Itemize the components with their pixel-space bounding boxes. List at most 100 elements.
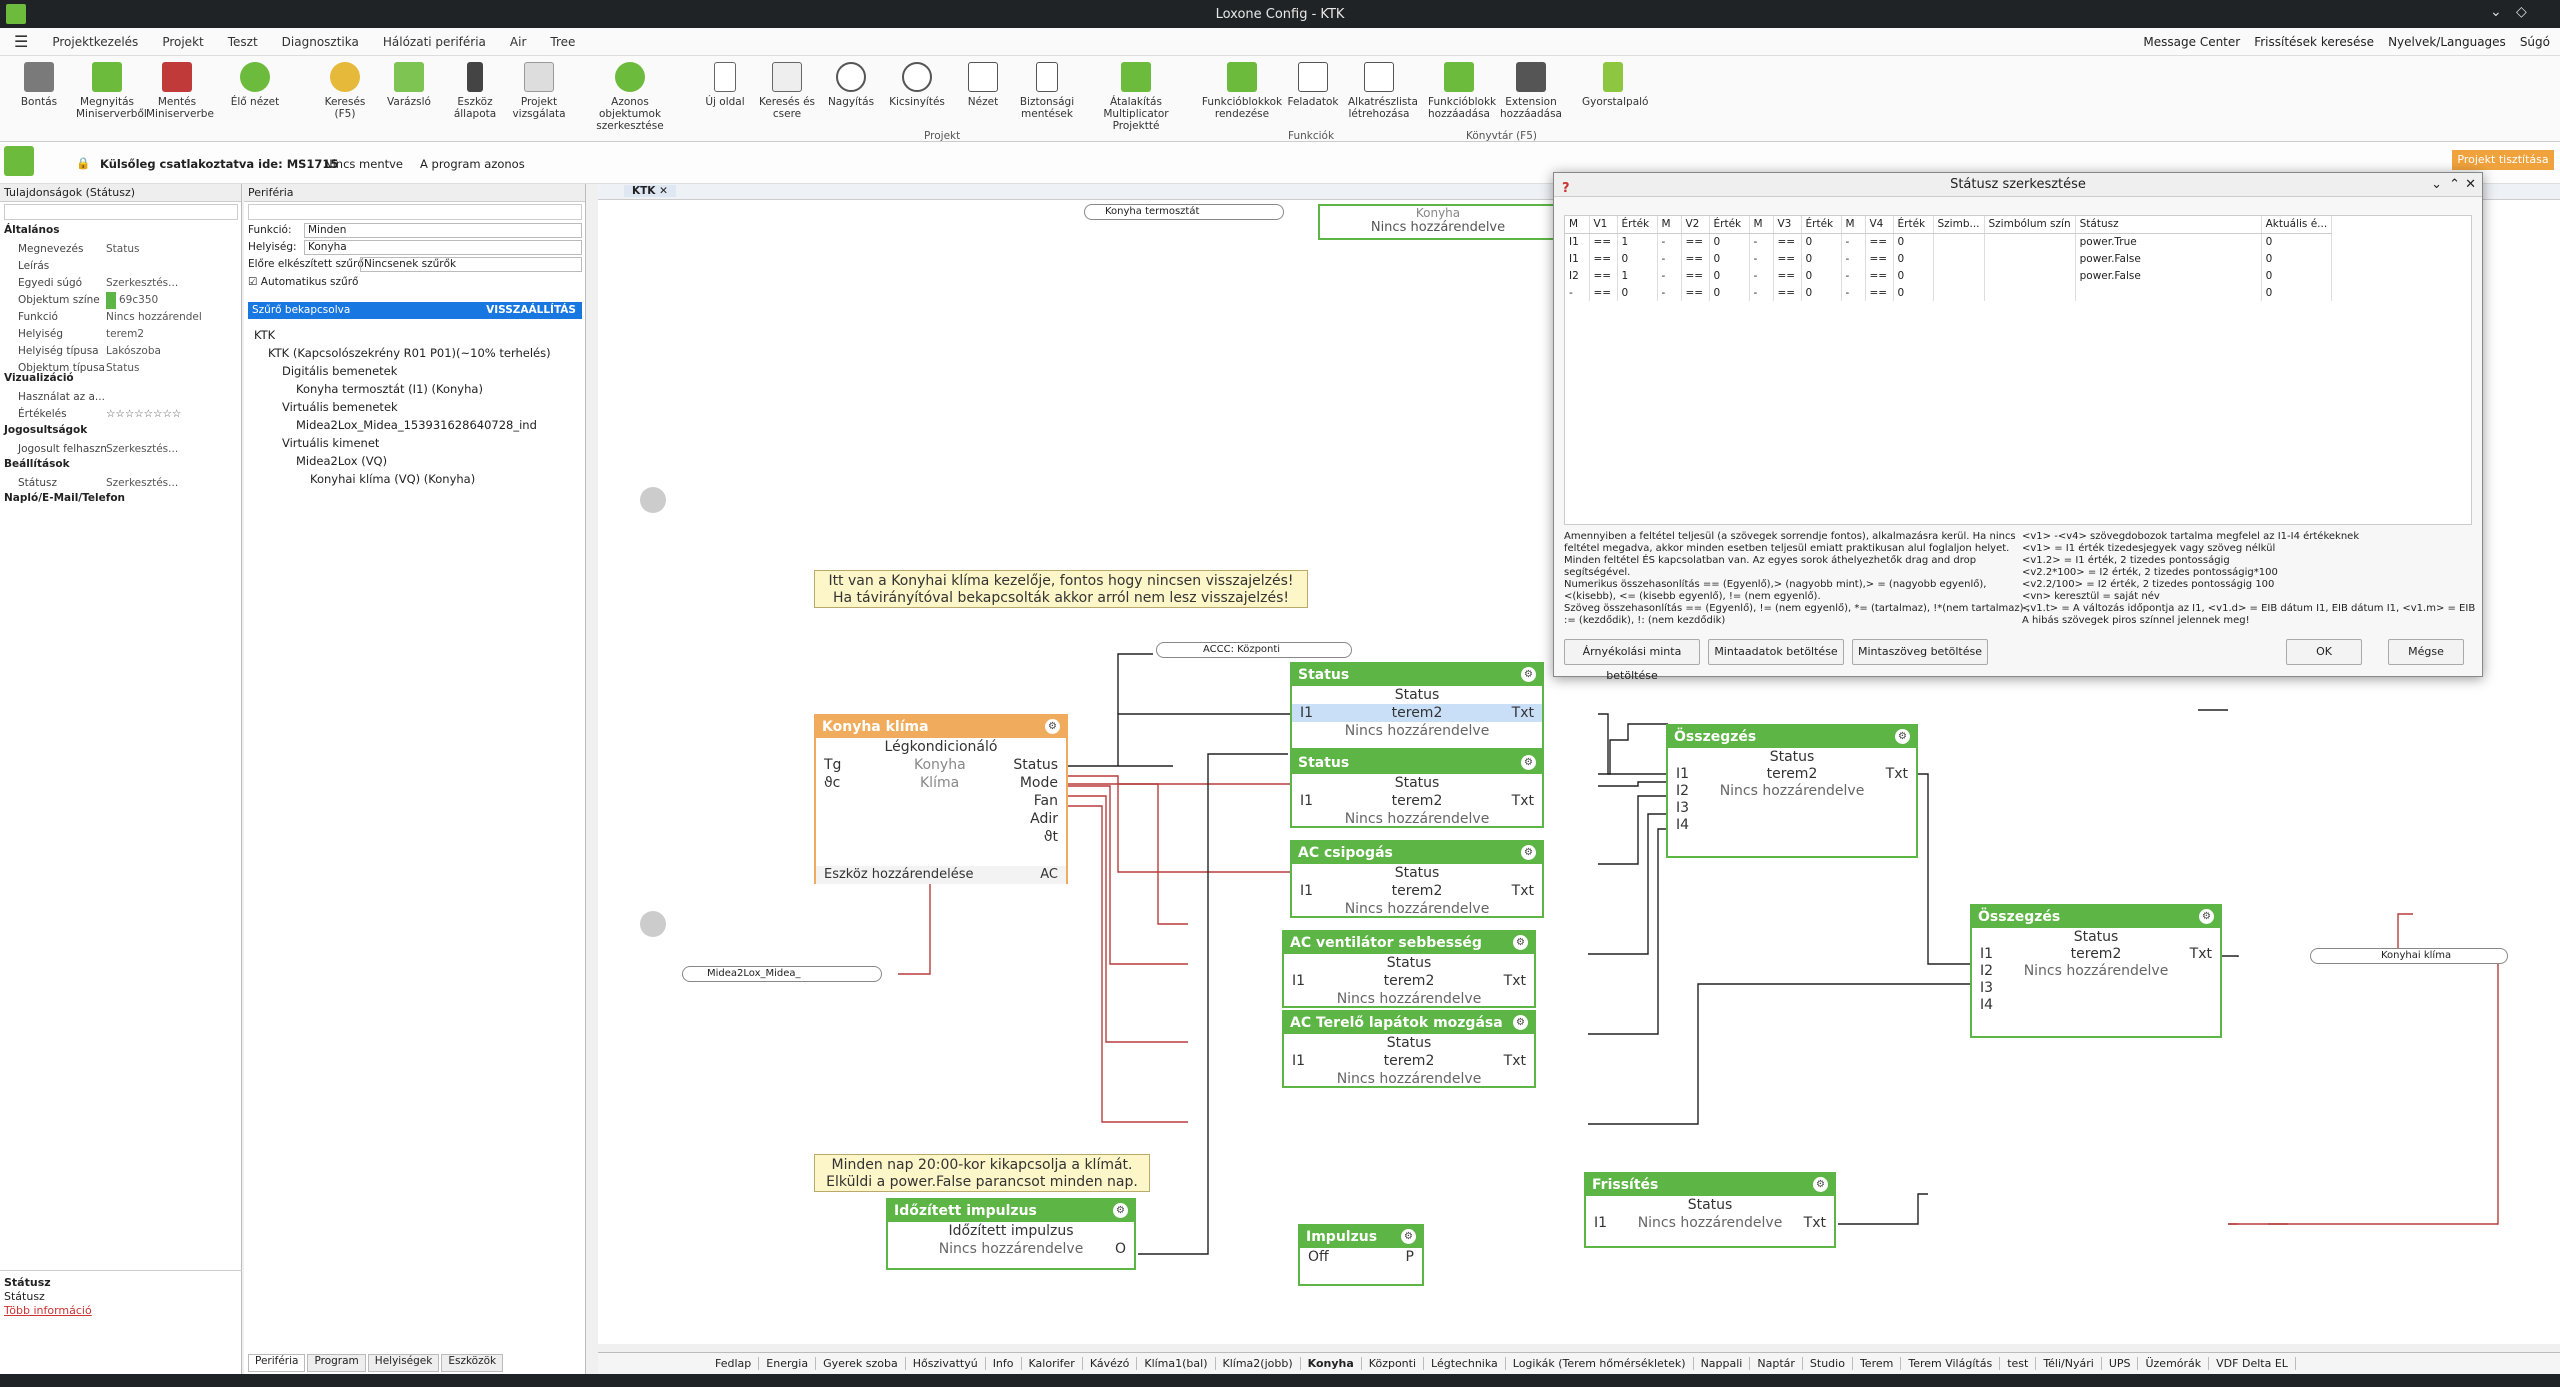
search-button[interactable]: Keresés (F5) [314,62,376,120]
table-cell[interactable]: == [1865,284,1894,301]
table-cell[interactable]: I1 [1565,233,1590,250]
table-cell[interactable] [1984,250,2076,267]
column-header[interactable]: V1 [1589,216,1618,234]
input-port[interactable]: I3 [1676,800,1690,816]
live-view-button[interactable]: Élő nézet [224,62,286,108]
dialog-maximize-icon[interactable]: ⌃ [2449,177,2460,192]
column-header[interactable]: Érték [1709,216,1750,234]
tree-item[interactable]: Midea2Lox (VQ) [296,454,388,468]
menu-teszt[interactable]: Teszt [227,34,258,49]
table-cell[interactable] [2075,284,2262,301]
column-header[interactable]: V3 [1773,216,1802,234]
output-txt[interactable]: Txt [1503,1053,1526,1069]
help-icon[interactable]: ? [1562,181,1570,196]
page-tab[interactable]: UPS [2102,1357,2139,1370]
column-header[interactable]: Státusz [2075,216,2262,234]
auto-filter-checkbox[interactable]: ☑ Automatikus szűrő [248,276,359,288]
menu-projekt[interactable]: Projekt [162,34,204,49]
table-cell[interactable] [1933,267,1985,284]
backups-button[interactable]: Biztonsági mentések [1016,62,1078,120]
tree-item[interactable]: Konyha termosztát (I1) (Konyha) [296,382,483,396]
page-tab[interactable]: Energia [759,1357,817,1370]
table-cell[interactable]: == [1773,284,1802,301]
quickstart-button[interactable]: Gyorstalpaló [1582,62,1648,108]
table-cell[interactable]: 0 [1893,250,1934,267]
section-perm[interactable]: Jogosultságok [4,424,88,436]
multiplicator-button[interactable]: Átalakítás Multiplicator Projektté [1086,62,1186,132]
table-cell[interactable]: - [1657,267,1682,284]
gear-icon[interactable]: ⚙ [1513,1015,1528,1030]
prop-row[interactable]: Jogosult felhaszná...Szerkesztés... [18,443,179,455]
page-tab[interactable]: Gyerek szoba [816,1357,906,1370]
section-log[interactable]: Napló/E-Mail/Telefon [4,492,126,504]
table-cell[interactable]: == [1865,233,1894,250]
table-cell[interactable]: 0 [1801,284,1842,301]
column-header[interactable]: V2 [1681,216,1710,234]
restore-icon[interactable]: ◇ [2516,4,2527,20]
panel-tab[interactable]: Periféria [248,1354,306,1372]
properties-filter-input[interactable] [4,204,238,220]
table-cell[interactable]: == [1589,284,1618,301]
save-to-miniserver-button[interactable]: Mentés Miniserverbe [146,62,214,120]
input-i1[interactable]: I1 [1292,973,1306,989]
table-cell[interactable]: == [1681,284,1710,301]
menu-diagnosztika[interactable]: Diagnosztika [281,34,359,49]
table-cell[interactable]: 0 [2261,267,2333,284]
message-center-link[interactable]: Message Center [2143,34,2241,49]
ok-button[interactable]: OK [2286,639,2362,665]
load-sample-data-button[interactable]: Mintaadatok betöltése [1708,639,1844,665]
page-tab[interactable]: Téli/Nyári [2036,1357,2102,1370]
disconnect-button[interactable]: Bontás [8,62,70,108]
parts-list-button[interactable]: Alkatrészlista létrehozása [1348,62,1418,120]
page-tab[interactable]: Kávézó [1083,1357,1138,1370]
page-tab[interactable]: Naptár [1750,1357,1803,1370]
table-cell[interactable] [1933,233,1985,250]
table-cell[interactable]: power.True [2075,233,2262,250]
output-p[interactable]: P [1405,1249,1414,1265]
input-port[interactable]: I2 [1980,963,1994,979]
input-port[interactable]: I4 [1676,817,1690,833]
arrange-blocks-button[interactable]: Funkcióblokkok rendezése [1200,62,1284,120]
reset-filter-button[interactable]: VISSZAÁLLÍTÁS [486,304,576,316]
gear-icon[interactable]: ⚙ [1401,1229,1416,1244]
top-block[interactable]: Konyha Nincs hozzárendelve [1318,204,1558,240]
column-header[interactable]: M [1657,216,1682,234]
table-cell[interactable]: 0 [1709,250,1750,267]
output-o[interactable]: O [1114,1241,1126,1257]
table-cell[interactable]: 0 [1617,284,1658,301]
gear-icon[interactable]: ⚙ [1521,667,1536,682]
page-tab[interactable]: Üzemórák [2138,1357,2210,1370]
table-cell[interactable]: - [1841,250,1866,267]
help-menu[interactable]: Súgó [2519,34,2550,49]
hamburger-icon[interactable]: ☰ [14,32,29,51]
load-shading-button[interactable]: Árnyékolási minta betöltése [1564,639,1700,682]
table-cell[interactable]: == [1681,250,1710,267]
column-header[interactable]: Érték [1893,216,1934,234]
table-cell[interactable]: 1 [1617,267,1658,284]
periphery-filter-input[interactable] [248,204,582,220]
minimize-icon[interactable]: ⌄ [2490,4,2502,20]
cancel-button[interactable]: Mégse [2388,639,2464,665]
table-cell[interactable] [1984,233,2076,250]
page-tab[interactable]: test [2000,1357,2037,1370]
more-info-link[interactable]: Több információ [4,1304,92,1317]
table-cell[interactable]: 0 [1709,233,1750,250]
tree-item[interactable]: Midea2Lox_Midea_153931628640728_ind [296,418,537,432]
input-i1[interactable]: I1 [1292,1053,1306,1069]
page-tab[interactable]: Studio [1803,1357,1853,1370]
page-tab[interactable]: Klíma1(bal) [1137,1357,1216,1370]
new-page-button[interactable]: Új oldal [694,62,756,108]
filter-room-select[interactable]: Konyha [304,240,582,255]
